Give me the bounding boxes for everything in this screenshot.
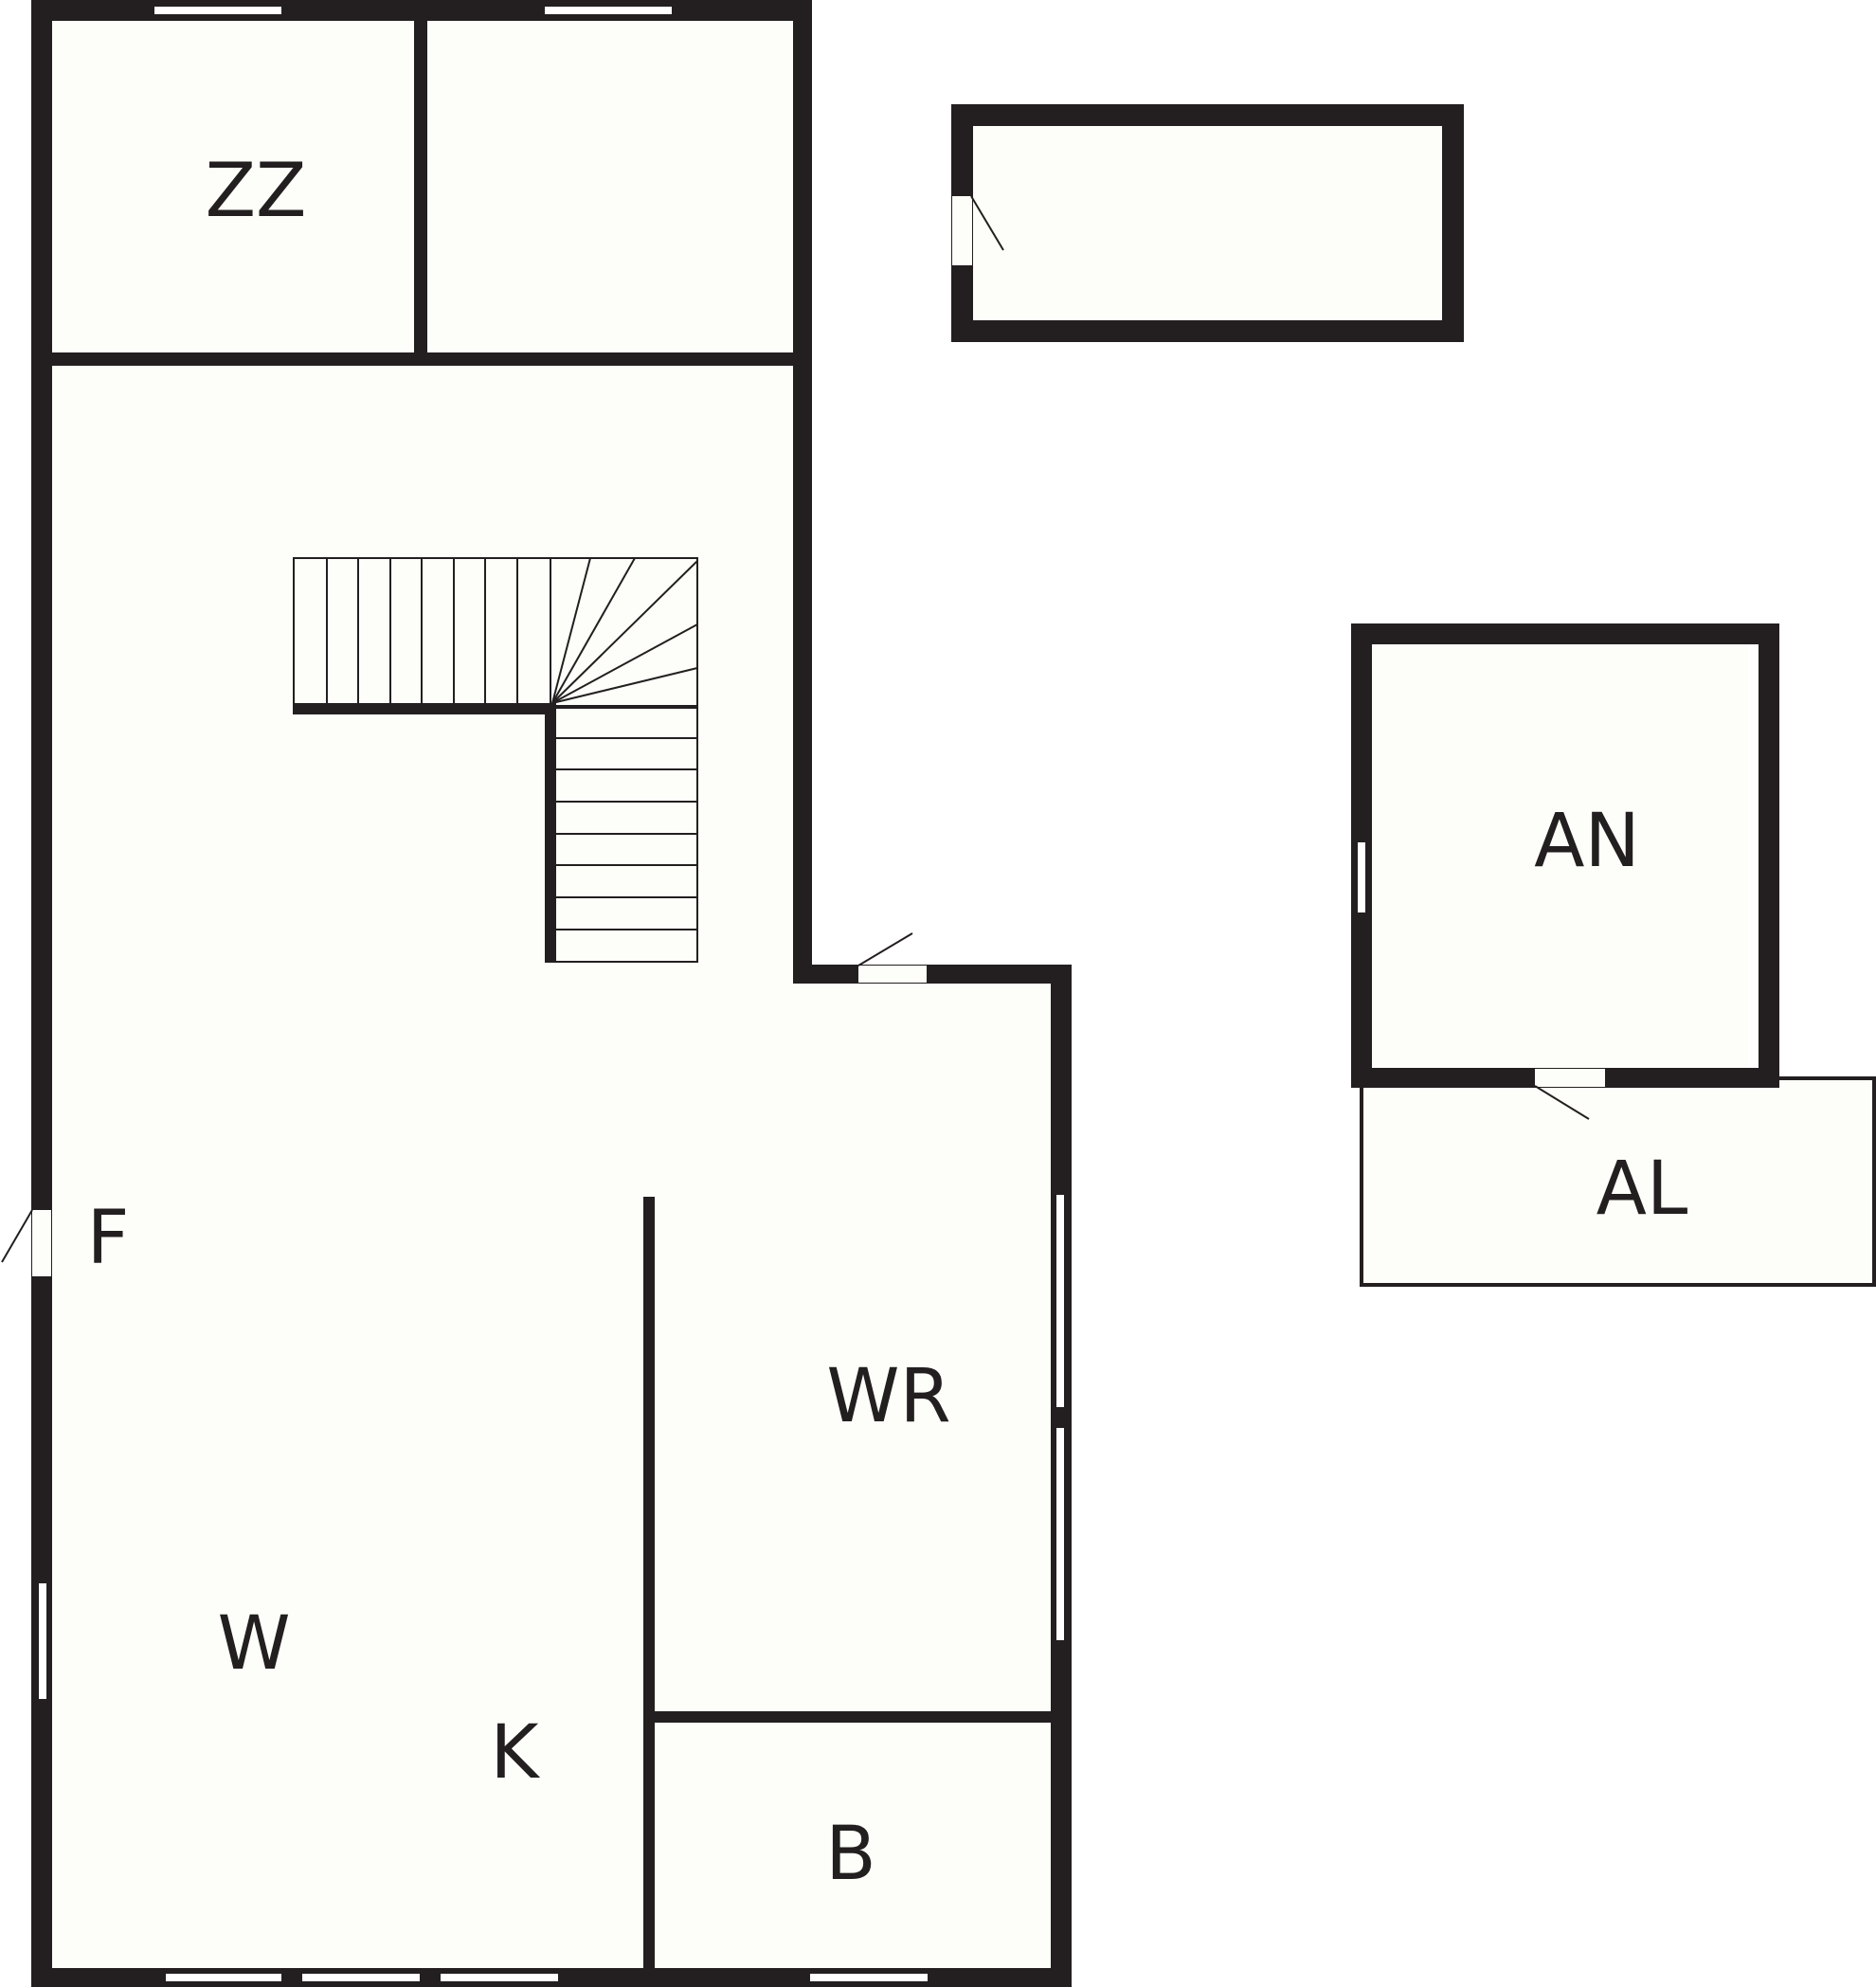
room-label-f: F [87, 1196, 130, 1281]
shed-wall-right [1442, 104, 1464, 342]
room-label-w: W [217, 1601, 290, 1687]
window-annex-left [1356, 840, 1367, 914]
window-bottom-1 [164, 1972, 283, 1983]
wall-step [793, 965, 1072, 984]
window-right-wall-2 [1055, 1426, 1066, 1642]
window-top-right [543, 5, 674, 16]
doors [1, 195, 1605, 1276]
annex-door [1534, 1069, 1605, 1120]
front-door [1, 1209, 51, 1276]
room-label-al: AL [1596, 1147, 1688, 1232]
stair-winder [551, 667, 698, 704]
stair-outline-upper [293, 557, 698, 709]
room-label-b: B [825, 1812, 876, 1897]
shed-wall-bottom [951, 320, 1464, 342]
shed-floor [962, 116, 1446, 330]
shed-wall-top [951, 104, 1464, 126]
window-bottom-2 [300, 1972, 422, 1983]
annex-wall-top [1351, 623, 1779, 644]
window-left-wall [37, 1581, 48, 1701]
annex-wall-right [1759, 623, 1779, 1088]
room-label-zz: ZZ [206, 149, 307, 234]
stair-winder [551, 557, 591, 704]
window-right-wall-1 [1055, 1193, 1066, 1409]
shed-walls [951, 104, 1464, 342]
stair-winder [551, 560, 698, 704]
wall-right-upper [793, 0, 812, 984]
room-label-an: AN [1534, 799, 1640, 884]
al-floor [1362, 1078, 1874, 1285]
shed-door [952, 195, 1004, 265]
room-label-k: K [490, 1710, 540, 1796]
wall-left [31, 0, 52, 1987]
room-labels: ZZ AN AL F WR W K B [87, 149, 1688, 1897]
staircase [293, 557, 698, 963]
stair-winder [551, 623, 698, 704]
wall-bedrooms-divider [414, 0, 427, 360]
stair-winder [551, 557, 636, 704]
wall-wr-b-divider [643, 1711, 1060, 1723]
window-bottom-4 [808, 1972, 929, 1983]
room-label-wr: WR [826, 1354, 950, 1439]
back-door [857, 932, 927, 983]
window-top-left [153, 5, 283, 16]
wall-kitchen-divider [643, 1197, 655, 1974]
main-house-floor [42, 18, 1061, 1973]
annex-floor [1362, 635, 1748, 1080]
windows [37, 5, 1367, 1983]
floor-areas [42, 18, 1874, 1973]
al-outline [1360, 1076, 1876, 1287]
window-bottom-3 [439, 1972, 560, 1983]
